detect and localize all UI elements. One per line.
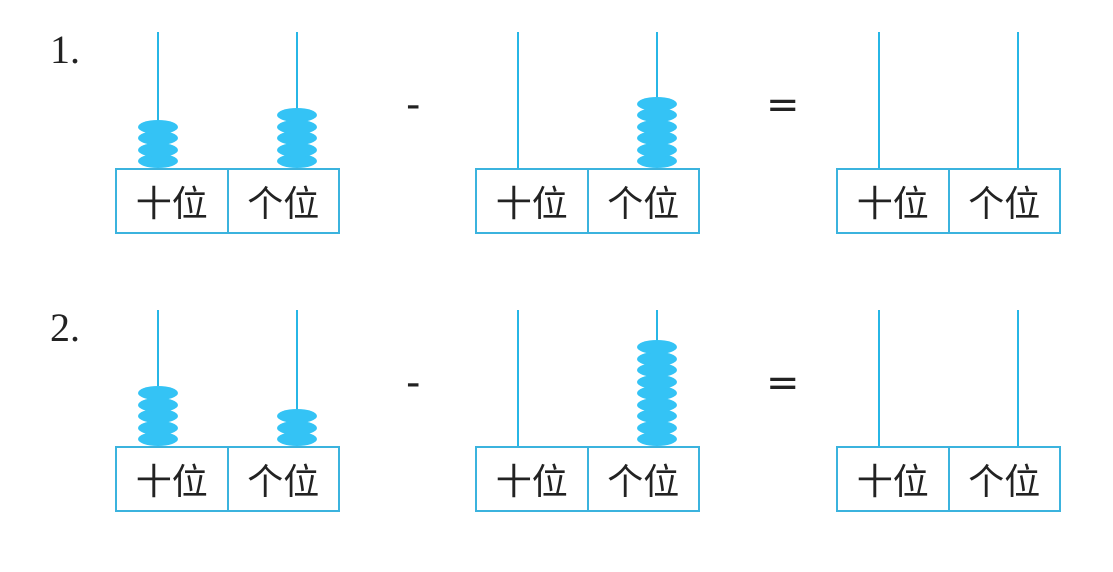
ones-bead [637, 340, 677, 354]
ones-rod [296, 310, 298, 446]
ones-label: 个位 [607, 184, 680, 225]
ones-bead [637, 351, 677, 366]
ones-bead [637, 154, 677, 168]
place-value-labels: 十位 个位 [475, 168, 700, 234]
tens-bead [138, 409, 178, 423]
ones-label: 个位 [607, 462, 680, 503]
ones-label: 个位 [968, 462, 1041, 503]
abacus-answer[interactable]: 十位 个位 [836, 308, 1061, 518]
minus-sign: - [406, 360, 421, 406]
tens-bead [138, 119, 178, 134]
ones-bead [277, 420, 317, 435]
ones-bead [637, 374, 677, 389]
ones-bead [637, 96, 677, 111]
tens-rod [517, 32, 519, 168]
tens-bead [138, 397, 178, 412]
ones-bead [277, 131, 317, 145]
ones-label: 个位 [247, 184, 320, 225]
ones-bead [277, 409, 317, 423]
abacus-answer[interactable]: 十位 个位 [836, 30, 1061, 240]
tens-rod [517, 310, 519, 446]
tens-bead [138, 420, 178, 435]
place-value-labels: 十位 个位 [836, 168, 1061, 234]
ones-bead [637, 131, 677, 145]
problem-number: 2. [50, 305, 80, 350]
abacus-subtrahend: 十位 个位 [475, 30, 700, 240]
tens-rod[interactable] [878, 310, 880, 446]
ones-bead [637, 409, 677, 423]
abacus-minuend: 十位 个位 [115, 30, 340, 240]
ones-bead [277, 119, 317, 134]
problem-number: 1. [50, 27, 80, 72]
ones-bead [277, 108, 317, 122]
tens-bead [138, 154, 178, 168]
abacus-subtrahend: 十位 个位 [475, 308, 700, 518]
ones-bead [637, 420, 677, 435]
place-value-labels: 十位 个位 [475, 446, 700, 512]
ones-rod [296, 32, 298, 168]
ones-bead [637, 397, 677, 412]
tens-bead [138, 142, 178, 157]
ones-bead [637, 142, 677, 157]
problem-1: 1. 十位 个位 - 十位 个位 = 十位 个位 [0, 0, 1113, 260]
ones-bead [277, 142, 317, 157]
ones-bead [637, 363, 677, 377]
ones-bead [637, 386, 677, 400]
place-value-labels: 十位 个位 [115, 446, 340, 512]
tens-label: 十位 [838, 448, 950, 510]
minus-sign: - [406, 82, 421, 128]
tens-rod [157, 32, 159, 168]
tens-label: 十位 [477, 170, 589, 232]
ones-bead [277, 432, 317, 446]
ones-bead [637, 108, 677, 122]
ones-label: 个位 [247, 462, 320, 503]
tens-label: 十位 [117, 448, 229, 510]
abacus-minuend: 十位 个位 [115, 308, 340, 518]
ones-rod[interactable] [1017, 310, 1019, 446]
place-value-labels: 十位 个位 [836, 446, 1061, 512]
tens-bead [138, 131, 178, 145]
tens-label: 十位 [838, 170, 950, 232]
tens-bead [138, 432, 178, 446]
tens-label: 十位 [117, 170, 229, 232]
ones-bead [637, 119, 677, 134]
equals-sign: = [766, 82, 800, 128]
equals-sign: = [766, 360, 800, 406]
ones-bead [637, 432, 677, 446]
tens-rod [157, 310, 159, 446]
tens-label: 十位 [477, 448, 589, 510]
tens-rod[interactable] [878, 32, 880, 168]
tens-bead [138, 386, 178, 400]
ones-label: 个位 [968, 184, 1041, 225]
ones-rod[interactable] [1017, 32, 1019, 168]
place-value-labels: 十位 个位 [115, 168, 340, 234]
ones-bead [277, 154, 317, 168]
problem-2: 2. 十位 个位 - 十位 个位 = 十位 个位 [0, 278, 1113, 538]
